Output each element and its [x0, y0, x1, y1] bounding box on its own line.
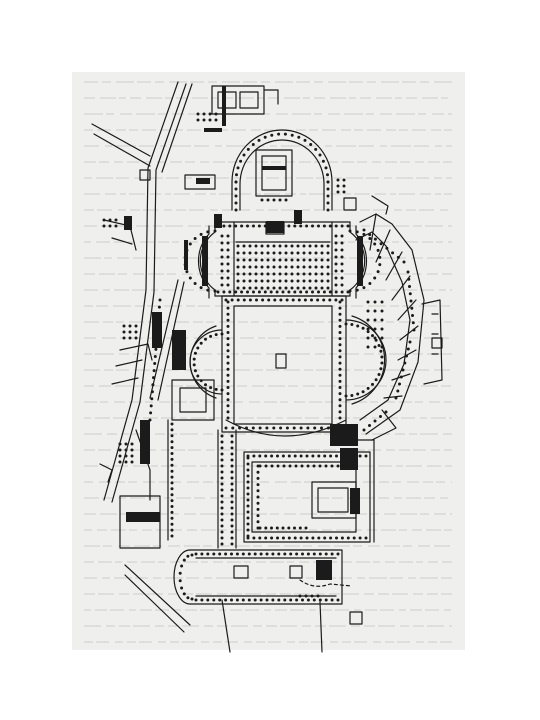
solid-wall-masses — [124, 86, 363, 580]
paper-sheet — [72, 72, 465, 650]
plan-linework — [91, 81, 443, 653]
west-wing — [119, 379, 237, 549]
colonnades — [102, 112, 416, 602]
street-lines — [91, 81, 323, 653]
south-basilica — [173, 337, 443, 625]
east-hemicycle — [343, 195, 443, 441]
building-blocks-north — [103, 85, 279, 251]
